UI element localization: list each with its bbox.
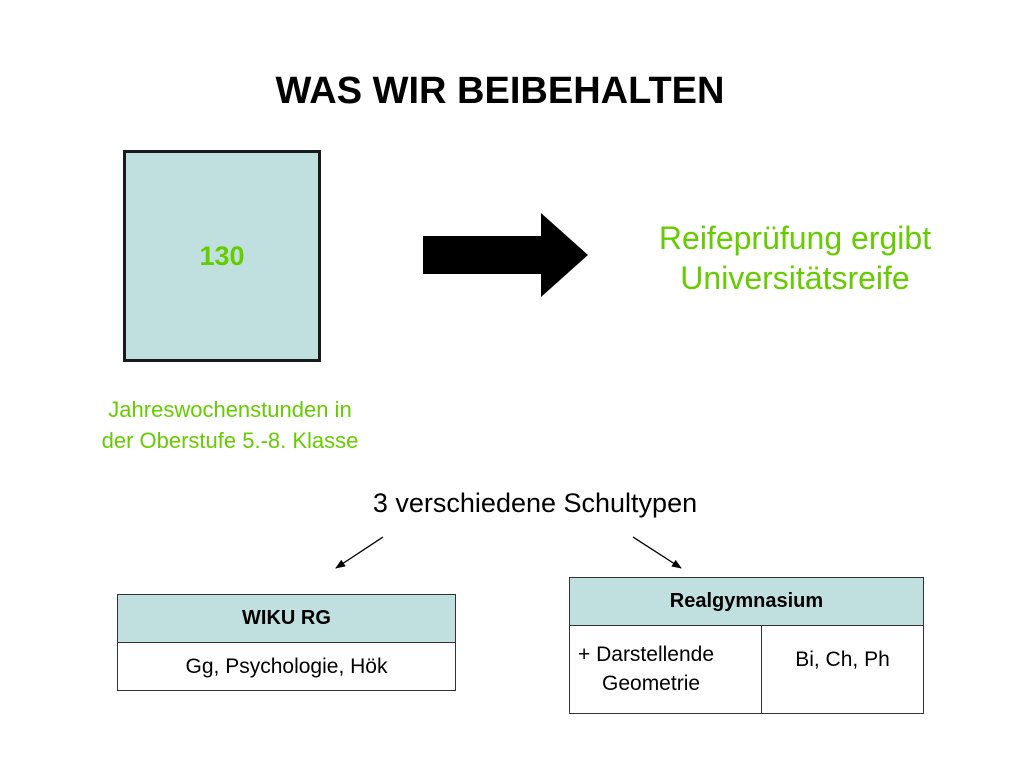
- right-arrow-shape: [423, 213, 588, 297]
- wiku-table: WIKU RG Gg, Psychologie, Hök: [117, 594, 456, 691]
- school-types-heading: 3 verschiedene Schultypen: [372, 488, 698, 518]
- realgymnasium-option-a-line2: Geometrie: [602, 672, 701, 695]
- realgymnasium-option-a-line1: + Darstellende: [578, 643, 714, 666]
- hours-caption: Jahreswochenstunden in der Oberstufe 5.-…: [40, 394, 420, 456]
- hours-caption-line2: der Oberstufe 5.-8. Klasse: [101, 428, 359, 453]
- right-arrow-icon: [423, 213, 588, 297]
- wiku-subjects: Gg, Psychologie, Hök: [117, 642, 456, 691]
- realgymnasium-option-b: Bi, Ch, Ph: [761, 625, 924, 714]
- arrow-right-branch: [632, 536, 682, 569]
- slide-title: WAS WIR BEIBEHALTEN: [275, 70, 725, 112]
- realgymnasium-name: Realgymnasium: [569, 577, 924, 626]
- realgymnasium-option-a: + Darstellende Geometrie: [569, 625, 762, 714]
- result-text: Reifeprüfung ergibt Universitätsreife: [605, 218, 985, 298]
- result-line1: Reifeprüfung ergibt: [658, 220, 932, 256]
- hours-caption-line1: Jahreswochenstunden in: [108, 397, 352, 422]
- hours-value: 130: [199, 241, 245, 271]
- wiku-name: WIKU RG: [117, 594, 456, 643]
- realgymnasium-table: Realgymnasium + Darstellende Geometrie B…: [569, 577, 924, 714]
- result-line2: Universitätsreife: [680, 260, 910, 296]
- arrow-left-branch: [335, 536, 384, 569]
- hours-box: 130: [123, 150, 321, 362]
